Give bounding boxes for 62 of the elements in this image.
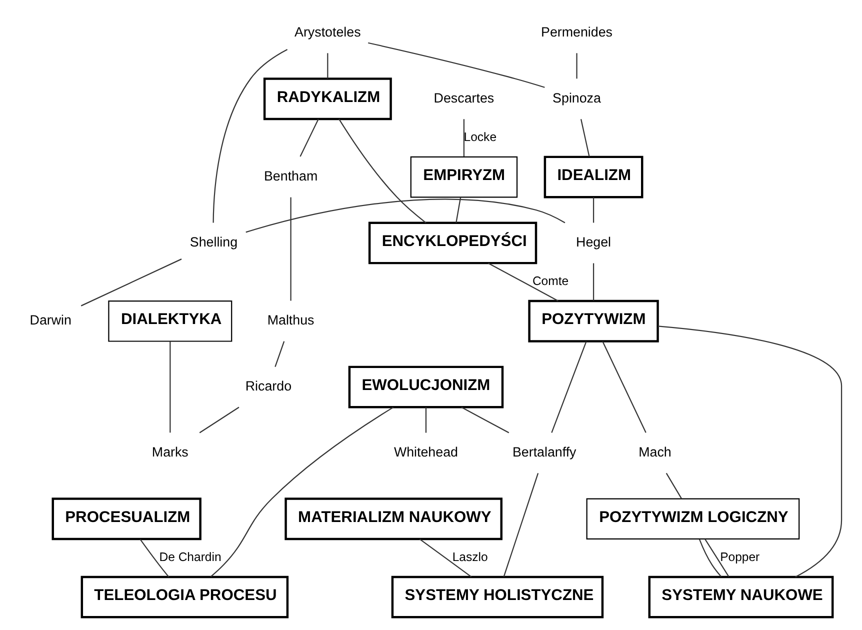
connector [199,406,240,434]
connector [576,53,578,79]
node-text: Mach [638,444,672,460]
connector [592,263,594,301]
edge-label: De Chardin [159,550,222,564]
node-box: DIALEKTYKA [108,300,232,342]
connector [170,341,171,433]
connector [368,42,545,88]
node-box: POZYTYWIZM [528,300,659,342]
connector [212,49,288,223]
node-text: Spinoza [552,90,601,106]
node-text: Bentham [264,168,318,184]
node-box: IDEALIZM [544,156,644,198]
connector [210,406,394,578]
edge-label: Locke [464,130,497,144]
node-text: Whitehead [394,444,458,460]
node-text: Descartes [434,90,494,106]
connector [80,258,182,306]
node-text: Arystoteles [294,24,361,40]
edge-label: Popper [720,550,760,564]
node-box: PROCESUALIZM [52,498,202,540]
node-box: ENCYKLOPEDYŚCI [368,222,538,264]
connector [503,473,539,577]
node-text: Hegel [576,234,612,250]
connector [580,119,590,157]
connector [699,539,722,577]
node-box: EWOLUCJONIZM [348,366,504,408]
connector [419,538,472,578]
node-text: Permenides [541,24,613,40]
node-text: Shelling [190,234,238,250]
node-box: EMPIRYZM [410,156,518,198]
connector [463,119,465,156]
node-box: RADYKALIZM [263,78,392,120]
connector [338,118,426,224]
connector [274,341,285,368]
connector [140,538,170,578]
connector [658,326,842,578]
node-text: Darwin [30,312,72,328]
node-box: SYSTEMY NAUKOWE [648,576,834,618]
edge-label: Comte [532,274,569,288]
connector [704,538,730,577]
node-box: POZYTYWIZM LOGICZNY [586,498,800,540]
connector [290,197,292,301]
connector [327,53,328,79]
connector [456,197,462,223]
node-text: Ricardo [245,378,292,394]
connector [246,198,566,233]
connector [300,118,319,157]
connector [488,262,558,302]
node-box: MATERIALIZM NAUKOWY [284,498,502,540]
node-text: Malthus [267,312,314,328]
node-text: Marks [152,444,188,460]
edge-label: Laszlo [452,550,488,564]
connector [461,406,510,434]
node-box: SYSTEMY HOLISTYCZNE [391,576,604,618]
node-text: Bertalanffy [512,444,576,460]
connector [666,472,682,499]
connector [602,341,646,433]
node-box: TELEOLOGIA PROCESU [80,576,289,618]
connector [425,407,427,433]
connector [592,197,594,223]
connector [551,341,587,433]
